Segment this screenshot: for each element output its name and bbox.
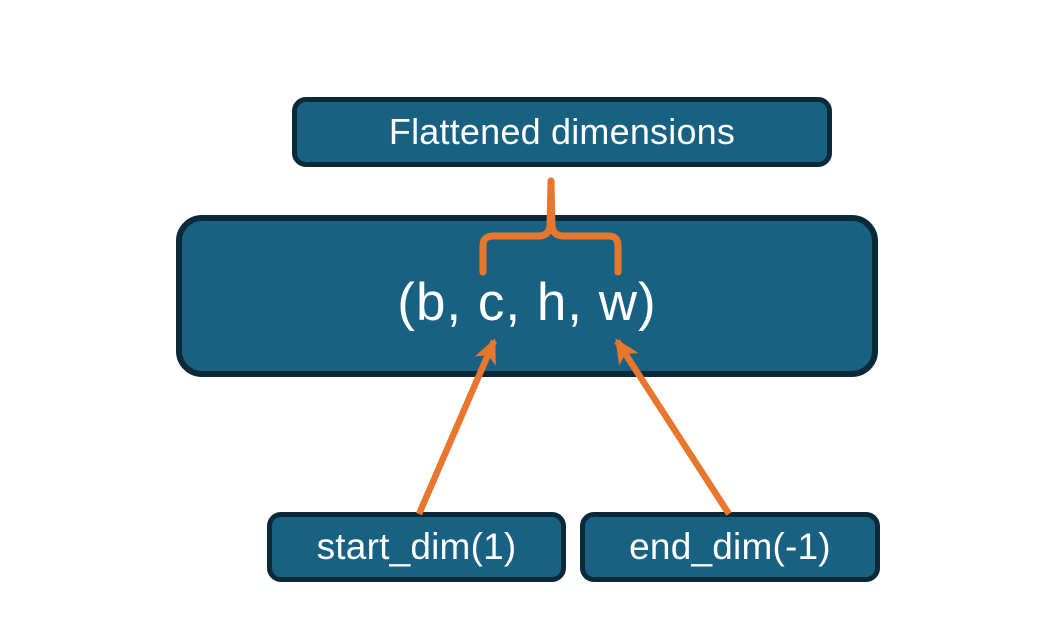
node-flattened-dimensions[interactable]: Flattened dimensions xyxy=(292,97,832,167)
node-flattened-dimensions-label: Flattened dimensions xyxy=(388,111,736,152)
node-end-dim-label: end_dim(-1) xyxy=(629,526,831,567)
node-start-dim[interactable]: start_dim(1) xyxy=(267,512,566,582)
node-end-dim[interactable]: end_dim(-1) xyxy=(580,512,880,582)
node-start-dim-label: start_dim(1) xyxy=(316,526,517,567)
node-tensor-shape[interactable]: (b, c, h, w) xyxy=(176,215,878,377)
node-tensor-shape-label: (b, c, h, w) xyxy=(397,272,657,332)
